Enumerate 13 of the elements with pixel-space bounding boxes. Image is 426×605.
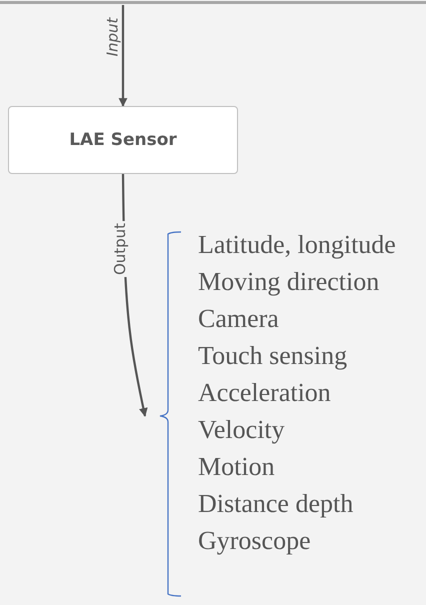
process-box xyxy=(8,106,238,174)
arrow xyxy=(118,5,128,107)
node-title: LAE Sensor xyxy=(69,130,177,150)
list-item: Moving direction xyxy=(198,266,380,298)
list-item: Acceleration xyxy=(198,377,332,409)
edge-label: Output xyxy=(111,220,130,277)
list-item: Velocity xyxy=(198,414,286,446)
list-item: Camera xyxy=(198,303,280,335)
list-item: Gyroscope xyxy=(198,525,312,557)
list-item: Touch sensing xyxy=(198,340,348,372)
list-item: Latitude, longitude xyxy=(198,229,397,261)
list-item: Distance depth xyxy=(198,488,354,520)
list-item: Motion xyxy=(198,451,276,483)
